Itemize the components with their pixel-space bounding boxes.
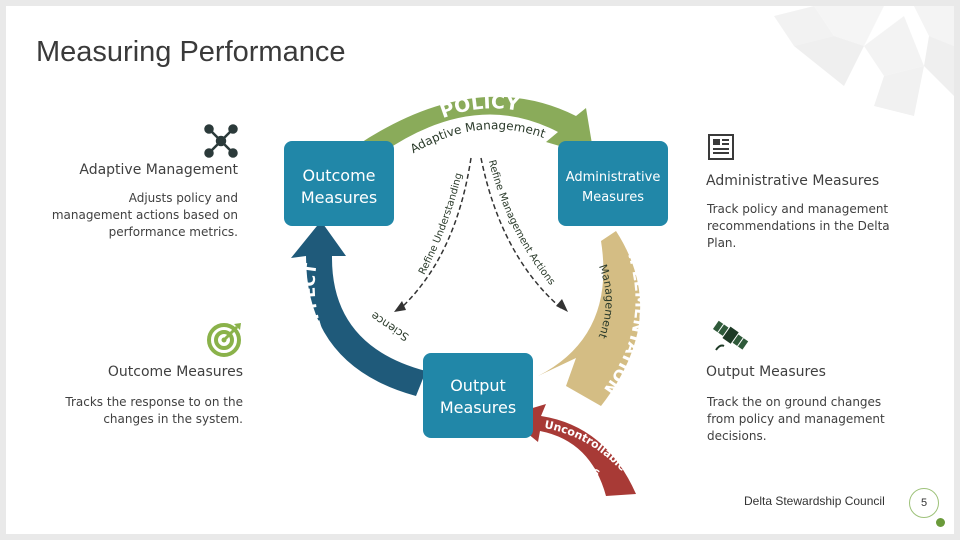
implementation-arrow	[538, 231, 641, 406]
organization-footer: Delta Stewardship Council	[744, 494, 885, 508]
administrative-measures-text: Track policy and management recommendati…	[707, 202, 890, 250]
refine-actions-label: Refine Management Actions	[486, 159, 557, 288]
administrative-measures-box: Administrative Measures	[558, 141, 668, 226]
svg-text:Refine Understanding: Refine Understanding	[417, 172, 465, 277]
refine-actions-arrow	[480, 157, 562, 309]
page-number: 5	[909, 488, 939, 518]
svg-text:Refine Management Actions: Refine Management Actions	[486, 159, 557, 288]
slide: Measuring Performance Adaptive Managemen…	[6, 6, 954, 534]
svg-text:POLICY: POLICY	[437, 91, 521, 123]
science-arc-label: Science	[368, 309, 411, 344]
outcome-measures-text: Tracks the response to on the changes in…	[65, 395, 243, 426]
svg-text:Science: Science	[368, 309, 411, 344]
page-title: Measuring Performance	[36, 36, 346, 68]
policy-label: POLICY	[437, 91, 521, 123]
adaptive-management-text: Adjusts policy and management actions ba…	[51, 191, 238, 239]
cause-effect-arrow	[291, 221, 426, 396]
adaptive-management-heading: Adaptive Management	[79, 162, 238, 178]
refine-understanding-arrow	[400, 157, 472, 309]
decorative-shapes	[774, 6, 954, 116]
outcome-measures-heading: Outcome Measures	[107, 364, 243, 380]
uncontrollable-factors-arrow	[506, 404, 636, 496]
svg-text:Outcome: Outcome	[302, 166, 375, 185]
svg-text:Measures: Measures	[301, 188, 377, 207]
administrative-measures-heading: Administrative Measures	[706, 173, 880, 189]
svg-text:Measures: Measures	[440, 398, 516, 417]
page-number-dot	[936, 518, 945, 527]
svg-text:Output: Output	[450, 376, 506, 395]
svg-text:Measures: Measures	[582, 190, 644, 205]
document-icon	[708, 134, 734, 160]
satellite-icon	[712, 320, 749, 351]
policy-arrow	[356, 96, 594, 161]
network-icon	[204, 124, 238, 158]
outcome-measures-box: Outcome Measures	[284, 141, 394, 226]
output-measures-heading: Output Measures	[706, 364, 826, 380]
adaptive-management-cycle-diagram: POLICY Adaptive Management IMPLEMENTATIO…	[284, 91, 668, 496]
target-icon	[207, 323, 241, 357]
output-measures-text: Track the on ground changes from policy …	[707, 395, 885, 443]
refine-understanding-label: Refine Understanding	[417, 172, 465, 277]
output-measures-box: Output Measures	[423, 353, 533, 438]
svg-text:Administrative: Administrative	[566, 170, 661, 185]
